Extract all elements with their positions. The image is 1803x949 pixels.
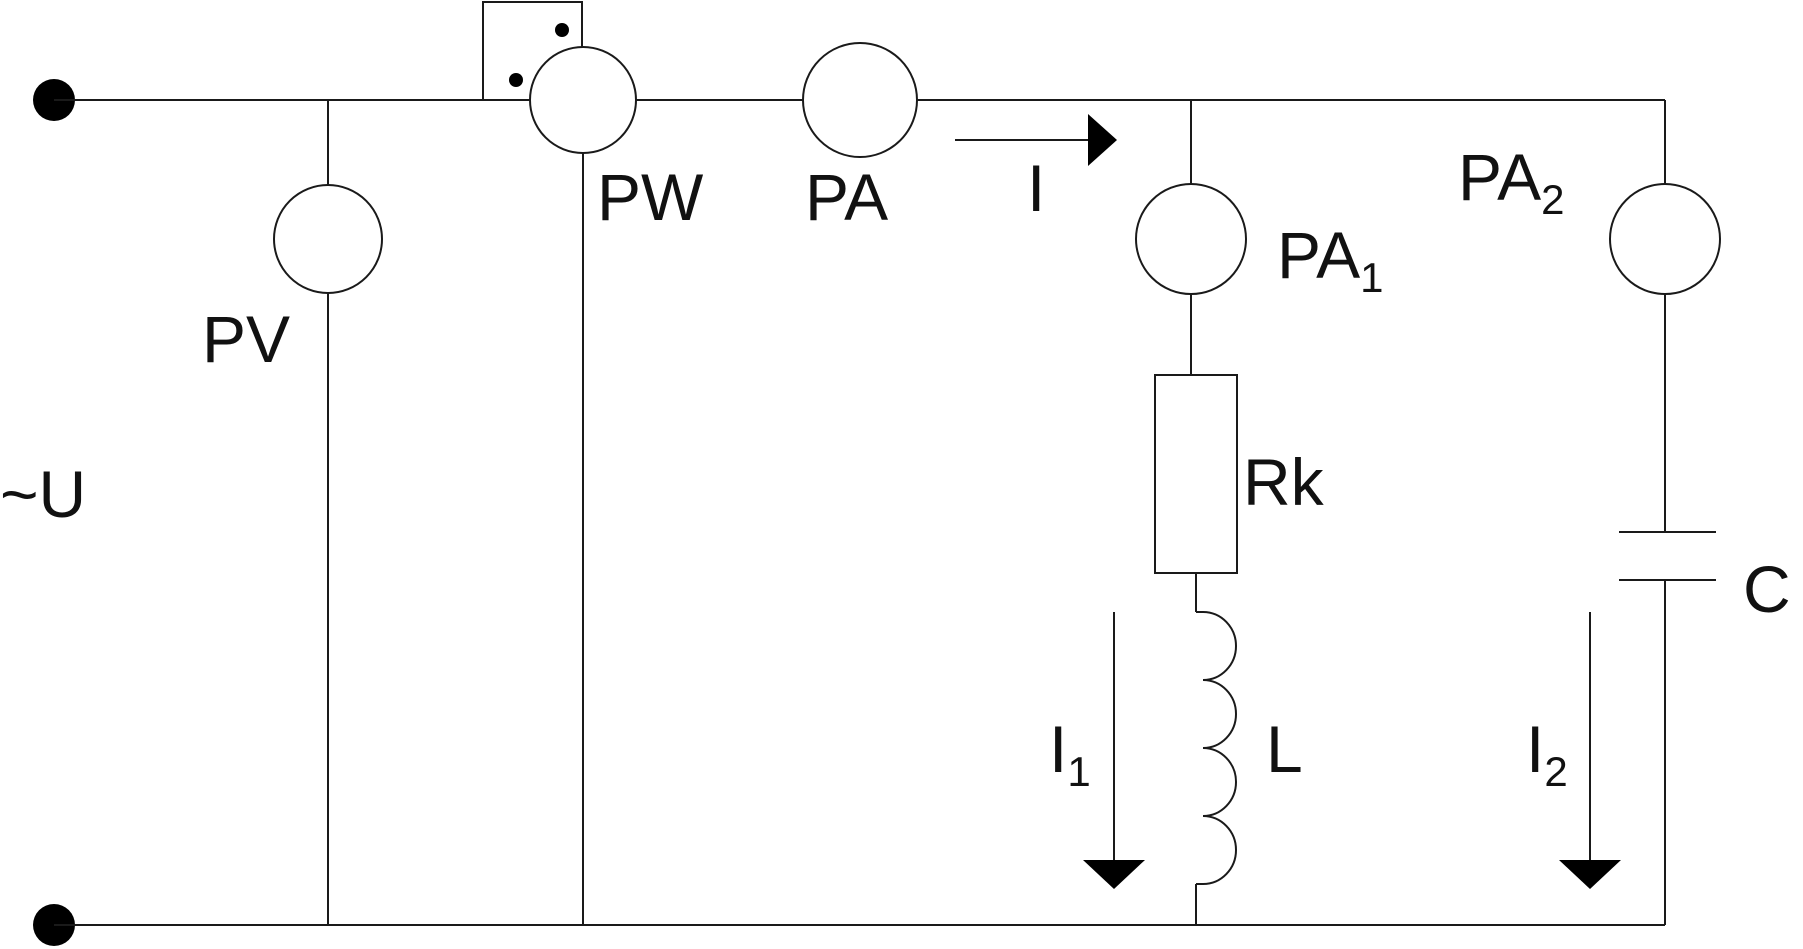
ammeter-pa2: [1609, 183, 1721, 295]
label-pa2-base: PA: [1458, 140, 1541, 214]
current-arrow-i2-head: [1559, 860, 1621, 889]
resistor-rk: [1154, 374, 1238, 574]
label-i1: I1: [1049, 712, 1091, 795]
label-pa: PA: [805, 160, 888, 234]
label-pw: PW: [597, 160, 704, 234]
label-pv: PV: [202, 302, 290, 376]
ammeter-pa1: [1135, 183, 1247, 295]
label-i1-base: I: [1049, 712, 1067, 786]
label-i2: I2: [1526, 712, 1568, 795]
label-c: C: [1743, 552, 1791, 626]
label-l: L: [1266, 712, 1303, 786]
current-arrow-i-head: [1088, 114, 1117, 166]
label-rk: Rk: [1243, 445, 1325, 519]
label-i1-sub: 1: [1067, 748, 1090, 795]
label-pa1: PA1: [1277, 218, 1384, 301]
label-pa1-sub: 1: [1360, 254, 1383, 301]
label-i2-sub: 2: [1544, 748, 1567, 795]
wattmeter-polarity-dot: [509, 73, 523, 87]
label-pa2: PA2: [1458, 140, 1565, 223]
inductor-l: [1196, 611, 1237, 885]
label-i: I: [1027, 151, 1045, 225]
label-pa2-sub: 2: [1541, 176, 1564, 223]
ammeter-pa: [802, 42, 918, 158]
wattmeter-polarity-dot: [555, 23, 569, 37]
label-i2-base: I: [1526, 712, 1544, 786]
wattmeter-pw: [529, 46, 637, 154]
current-arrow-i1-head: [1083, 860, 1145, 889]
voltmeter-pv: [273, 184, 383, 294]
label-pa1-base: PA: [1277, 218, 1360, 292]
source-label: ~U: [0, 457, 86, 531]
